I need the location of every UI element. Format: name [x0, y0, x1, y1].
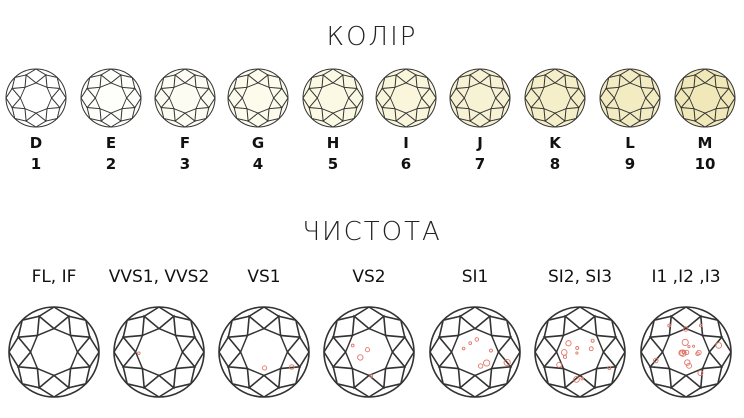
inclusion-mark — [575, 346, 580, 350]
color-grade-letter: E — [105, 134, 117, 152]
inclusion-mark — [477, 363, 484, 369]
clarity-diamond-7 — [640, 306, 732, 398]
inclusion-mark — [698, 323, 703, 328]
inclusion-mark — [696, 349, 702, 356]
color-grade-number: 7 — [474, 155, 486, 173]
inclusion-mark — [483, 359, 491, 367]
inclusion-mark — [369, 374, 374, 378]
inclusion-mark — [681, 349, 686, 355]
inclusion-mark — [503, 358, 511, 367]
color-grade-letter: J — [477, 134, 483, 152]
inclusion-mark — [474, 337, 480, 342]
clarity-diamond-4 — [323, 306, 415, 398]
color-diamond-I — [375, 68, 437, 128]
inclusion-mark — [588, 346, 594, 352]
color-diamond-K — [524, 68, 586, 128]
inclusion-mark — [262, 365, 268, 371]
color-grade-number: 8 — [549, 155, 561, 173]
inclusion-mark — [590, 338, 595, 343]
color-diamond-G — [227, 68, 289, 128]
inclusion-mark — [679, 349, 687, 357]
inclusion-mark — [573, 376, 580, 383]
inclusion-mark — [682, 326, 689, 332]
inclusion-mark — [489, 348, 493, 353]
clarity-grade-label: SI2, SI3 — [547, 267, 613, 287]
color-diamond-E — [80, 68, 142, 128]
clarity-title: ЧИСТОТА — [302, 217, 442, 247]
inclusion-mark — [681, 338, 689, 346]
color-diamond-L — [599, 68, 661, 128]
inclusion-mark — [556, 361, 562, 368]
clarity-grade-label: SI1 — [461, 267, 489, 287]
color-grade-number: 3 — [179, 155, 191, 173]
clarity-grade-label: VS1 — [247, 267, 281, 287]
inclusion-mark — [562, 354, 567, 359]
clarity-diamond-2 — [113, 306, 205, 398]
inclusion-mark — [289, 364, 295, 370]
inclusion-mark — [364, 347, 371, 353]
color-grade-number: 5 — [327, 155, 339, 173]
color-grade-letter: H — [326, 134, 340, 152]
inclusion-mark — [575, 351, 579, 355]
color-title: КОЛІР — [326, 22, 418, 52]
clarity-diamond-3 — [218, 306, 310, 398]
inclusion-mark — [607, 366, 612, 370]
color-diamond-H — [302, 68, 364, 128]
inclusion-mark — [686, 362, 693, 369]
color-diamond-F — [154, 68, 216, 128]
inclusion-mark — [468, 341, 473, 345]
inclusion-mark — [357, 354, 364, 361]
color-grade-letter: I — [403, 134, 409, 152]
color-grade-letter: L — [625, 134, 635, 152]
color-grade-number: 2 — [105, 155, 117, 173]
color-grade-number: 9 — [624, 155, 636, 173]
color-grade-letter: G — [251, 134, 265, 152]
inclusion-mark — [684, 359, 691, 366]
clarity-grade-label: VS2 — [352, 267, 386, 287]
color-grade-number: 4 — [252, 155, 264, 173]
color-grade-number: 10 — [694, 155, 716, 173]
clarity-grade-label: I1 ,I2 ,I3 — [651, 267, 721, 287]
clarity-grade-label: FL, IF — [31, 267, 77, 287]
clarity-diamond-1 — [8, 306, 100, 398]
clarity-diamond-5 — [429, 306, 521, 398]
color-grade-number: 6 — [400, 155, 412, 173]
inclusion-mark — [137, 351, 141, 355]
color-grade-letter: F — [179, 134, 191, 152]
color-diamond-D — [5, 68, 67, 128]
inclusion-mark — [692, 344, 696, 348]
inclusion-mark — [695, 351, 700, 356]
inclusion-mark — [697, 370, 704, 376]
color-diamond-M — [674, 68, 736, 128]
color-grade-letter: K — [549, 134, 561, 152]
inclusion-mark — [687, 345, 691, 349]
inclusion-mark — [684, 349, 690, 356]
color-grade-number: 1 — [30, 155, 42, 173]
inclusion-mark — [565, 340, 572, 347]
inclusion-mark — [580, 376, 584, 381]
color-grade-letter: M — [697, 134, 713, 152]
clarity-grade-label: VVS1, VVS2 — [108, 267, 210, 287]
inclusion-mark — [461, 346, 466, 351]
inclusion-mark — [350, 343, 355, 348]
inclusion-mark — [653, 357, 659, 364]
inclusion-mark — [715, 342, 723, 349]
clarity-diamond-6 — [534, 306, 626, 398]
inclusion-mark — [667, 323, 672, 328]
color-diamond-J — [449, 68, 511, 128]
color-grade-letter: D — [29, 134, 43, 152]
